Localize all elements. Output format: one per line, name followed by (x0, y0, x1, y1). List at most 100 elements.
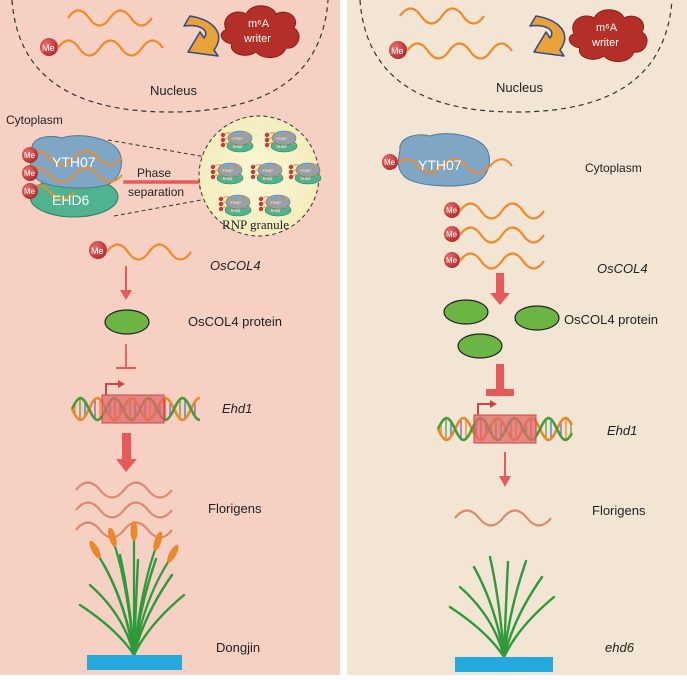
mrna-methylated-nucleus-right (406, 42, 513, 60)
methyl-mark (444, 252, 460, 268)
florigens-label-right: Florigens (592, 503, 646, 518)
oscol4-protein-right (514, 305, 560, 331)
rice-leaf (488, 555, 506, 659)
mini-ehd6-label: EHD6 (223, 177, 232, 181)
oscol4-mrna-2 (459, 226, 545, 244)
cytoplasm-label-left: Cytoplasm (6, 113, 63, 127)
methyl-mark (389, 41, 407, 59)
translation-arrowhead-left (120, 290, 132, 300)
rice-leaf (502, 575, 544, 659)
oscol4-gene-label-right: OsCOL4 (597, 261, 648, 276)
rice-stem (97, 554, 136, 656)
methyl-label: Me (446, 206, 458, 215)
mini-mrna (223, 142, 252, 148)
promoter-arrow-left (105, 383, 120, 395)
mini-methyl (288, 164, 294, 170)
methyl-mark (89, 241, 107, 259)
rnp-granule: YTH07EHD6YTH07EHD6YTH07EHD6YTH07EHD6YTH0… (198, 115, 322, 237)
complex-mrna-1 (25, 150, 123, 166)
yth07-protein (397, 133, 490, 187)
ehd1-gene-box-right (473, 414, 537, 444)
florigen-right (454, 509, 552, 527)
mini-methyl (288, 169, 294, 175)
promoter-arrowhead-left (118, 380, 125, 388)
oscol4-mrna-3 (459, 252, 545, 270)
mini-methyl (258, 196, 264, 202)
methyl-mark (382, 154, 398, 170)
methyl-mark (22, 183, 38, 199)
soil-right (455, 657, 553, 672)
rice-stem (132, 558, 171, 656)
methyl-label: Me (91, 246, 104, 256)
mini-mrna (267, 142, 296, 148)
translation-arrow-shaft-right (496, 273, 504, 295)
methyl-mark (444, 202, 460, 218)
nucleus-boundary-left (11, 0, 329, 113)
activation-arrowhead-left (116, 459, 137, 472)
rice-stem (132, 546, 158, 656)
granule-complexes: YTH07EHD6YTH07EHD6YTH07EHD6YTH07EHD6YTH0… (210, 130, 322, 217)
mini-yth07-label: YTH07 (230, 201, 241, 205)
translation-arrowhead-right (490, 293, 510, 305)
oscol4-mrna-1 (459, 202, 545, 220)
yth07-bound-mrna (393, 158, 513, 174)
rice-leaf (502, 595, 556, 659)
nucleus-label-right: Nucleus (496, 80, 543, 95)
inhibition-line-right (496, 364, 504, 389)
mini-mrna (253, 164, 282, 170)
florigens-left (75, 481, 173, 539)
mini-methyl (264, 137, 270, 143)
mrna-nucleus-right (399, 7, 485, 25)
oscol4-mrna-left (106, 243, 192, 261)
rice-stem (112, 542, 136, 656)
nucleus-label-left: Nucleus (150, 83, 197, 98)
methyl-label: Me (446, 256, 458, 265)
ehd1-label-left: Ehd1 (222, 401, 252, 416)
oscol4-gene-label-left: OsCOL4 (210, 258, 261, 273)
mini-methyl (250, 169, 256, 175)
florigen (75, 501, 173, 519)
ehd6-label: EHD6 (52, 192, 90, 208)
mini-mrna (261, 201, 290, 207)
yth07-label-right: YTH07 (418, 157, 462, 173)
mini-mrna (223, 132, 252, 138)
right-panel: Nucleus Me m⁶A writer Me YTH07 Cytoplasm… (359, 0, 673, 672)
mini-methyl (264, 142, 270, 148)
mini-methyl (210, 174, 216, 180)
mrna-methylated-nucleus-left (57, 39, 164, 57)
left-panel-background (0, 0, 340, 675)
phase-separation-line1: Phase (137, 166, 171, 180)
rice-panicle (153, 531, 163, 551)
zoom-line (113, 197, 213, 217)
mini-yth07-label: YTH07 (262, 169, 273, 173)
mini-methyl (288, 174, 294, 180)
methyl-mark (444, 226, 460, 242)
cytoplasm-label-right: Cytoplasm (585, 161, 642, 175)
methyl-label: Me (446, 230, 458, 239)
mrna-nucleus-left (67, 9, 153, 27)
soil-left (87, 655, 182, 670)
promoter-arrow-right (477, 403, 492, 415)
rnp-granule-label: RNP granule (222, 217, 289, 232)
rice-leaf (502, 559, 528, 659)
methyl-mark (22, 165, 38, 181)
florigen (75, 481, 173, 499)
mini-methyl (220, 132, 226, 138)
mini-mrna (221, 196, 250, 202)
mini-methyl (218, 206, 224, 212)
mini-ehd6-label: EHD6 (233, 145, 242, 149)
rice-plant-dongjin (78, 521, 186, 657)
mini-mrna (267, 132, 296, 138)
methyl-label: Me (24, 169, 36, 178)
yth07-alone: Me YTH07 (382, 133, 513, 187)
methylation-curved-arrow-right (529, 15, 566, 57)
mini-mrna (223, 137, 252, 143)
methyl-mark (40, 38, 58, 56)
mini-mrna (291, 169, 320, 175)
rice-leaf (78, 603, 136, 657)
